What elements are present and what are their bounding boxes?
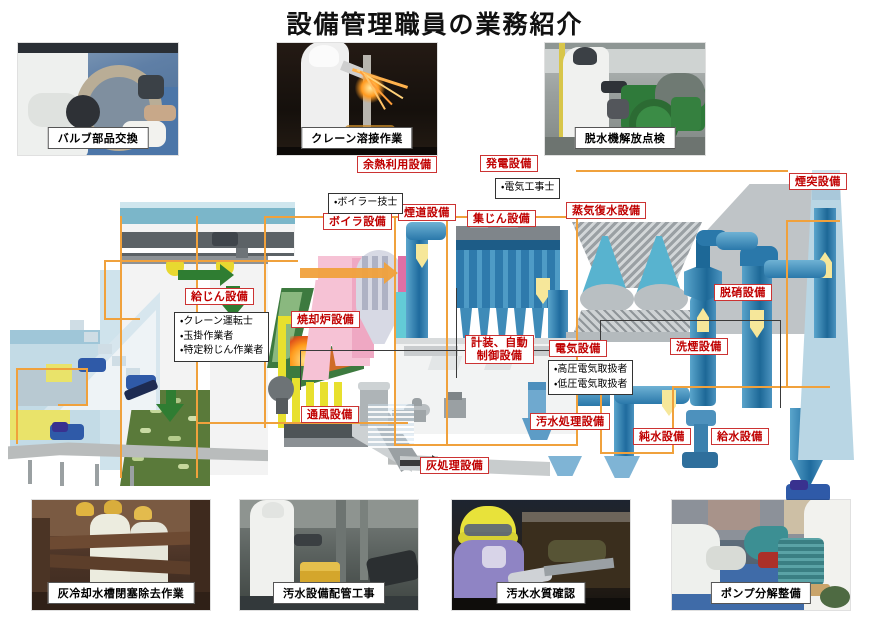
qualification-line: ・特定粉じん作業者	[180, 345, 264, 356]
label-water-supply-equipment: 給水設備	[711, 428, 769, 446]
label-denitrification-equipment: 脱硝設備	[714, 284, 772, 302]
photo-caption: 汚水設備配管工事	[273, 582, 385, 604]
photo-caption: ポンプ分解整備	[710, 582, 812, 604]
label-pure-water-equipment: 純水設備	[633, 428, 691, 446]
qualification-line: ・ボイラー技士	[334, 197, 398, 208]
photo-ash-cooling-tank-blockage-removal: 灰冷却水槽閉塞除去作業	[32, 500, 210, 610]
qualification-line: ・高圧電気取扱者	[554, 364, 628, 375]
label-power-generation-equipment: 発電設備	[480, 155, 538, 173]
label-stack-equipment: 煙突設備	[789, 173, 847, 191]
qualification-box-crane-operations: ・クレーン運転士・玉掛作業者・特定粉じん作業者	[174, 312, 270, 362]
photo-pump-disassembly-maintenance: ポンプ分解整備	[672, 500, 850, 610]
qualification-line: ・クレーン運転士	[180, 316, 253, 327]
qualification-line: ・玉掛作業者	[180, 330, 234, 342]
label-boiler-equipment: ボイラ設備	[323, 213, 392, 231]
plant-cutaway-diagram: 余熱利用設備 発電設備 煙突設備 ボイラ設備 煙道設備 集じん設備 蒸気復水設備…	[0, 155, 870, 502]
photo-caption: 灰冷却水槽閉塞除去作業	[47, 582, 195, 604]
label-flue-equipment: 煙道設備	[398, 204, 456, 222]
photo-dehydrator-open-inspection: 脱水機解放点検	[545, 43, 705, 155]
photo-wastewater-facility-piping-work: 汚水設備配管工事	[240, 500, 418, 610]
label-incinerator-equipment: 焼却炉設備	[291, 311, 360, 329]
photo-caption: クレーン溶接作業	[301, 127, 413, 149]
label-dust-collection-equipment: 集じん設備	[467, 210, 536, 228]
label-flue-gas-washing-equipment: 洗煙設備	[670, 338, 728, 356]
label-steam-condenser-equipment: 蒸気復水設備	[566, 202, 647, 220]
qualification-line: ・電気工事士	[501, 182, 555, 193]
qualification-line: ・低圧電気取扱者	[554, 378, 628, 390]
qualification-box-boiler-technician: ・ボイラー技士	[328, 193, 404, 214]
label-waste-heat-equipment: 余熱利用設備	[357, 156, 438, 174]
label-electrical-equipment: 電気設備	[549, 340, 607, 358]
photo-crane-welding-work: クレーン溶接作業	[277, 43, 437, 155]
photo-valve-parts-replacement: バルブ部品交換	[18, 43, 178, 155]
label-instrumentation-control-equipment: 計装、自動 制御設備	[465, 335, 534, 365]
photo-caption: 脱水機解放点検	[574, 127, 676, 149]
qualification-box-electrician: ・電気工事士	[495, 178, 561, 199]
photo-caption: バルブ部品交換	[47, 127, 149, 149]
photo-caption: 汚水水質確認	[496, 582, 586, 604]
qualification-box-electric-handling: ・高圧電気取扱者・低圧電気取扱者	[548, 360, 634, 395]
page-title: 設備管理職員の業務紹介	[286, 10, 584, 39]
label-ventilation-equipment: 通風設備	[301, 406, 359, 424]
label-ash-treatment-equipment: 灰処理設備	[420, 457, 489, 475]
label-wastewater-treatment-equipment: 汚水処理設備	[530, 413, 611, 431]
photo-wastewater-quality-check: 汚水水質確認	[452, 500, 630, 610]
label-feed-equipment: 給じん設備	[185, 288, 254, 306]
